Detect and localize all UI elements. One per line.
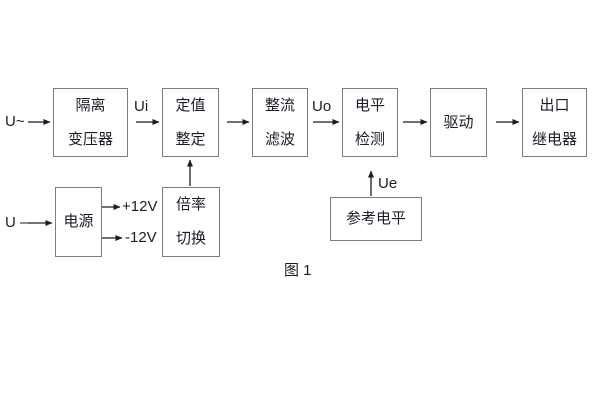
block-label: 检测 xyxy=(354,130,385,148)
label-ac-input: U~ xyxy=(5,113,25,130)
block-reference-level: 参考电平 xyxy=(330,197,422,241)
block-label: 出口 xyxy=(539,96,570,114)
block-rectifier-filter: 整流 滤波 xyxy=(252,88,308,157)
block-label: 滤波 xyxy=(264,130,295,148)
block-label: 定值 xyxy=(175,96,206,114)
block-setting-adjust: 定值 整定 xyxy=(162,88,219,157)
block-label: 倍率 xyxy=(175,196,206,213)
block-label: 切换 xyxy=(175,230,206,247)
block-label: 参考电平 xyxy=(345,210,406,227)
block-label: 电源 xyxy=(63,213,94,230)
block-multiplier-switch: 倍率 切换 xyxy=(162,187,220,257)
block-power-supply: 电源 xyxy=(55,187,102,257)
block-output-relay: 出口 继电器 xyxy=(522,88,587,157)
block-drive: 驱动 xyxy=(430,88,487,157)
label-dc-input: U – xyxy=(5,214,29,231)
block-level-detect: 电平 检测 xyxy=(342,88,398,157)
block-label: 整流 xyxy=(264,96,295,114)
label-signal-uo: Uo xyxy=(312,98,332,115)
block-label: 整定 xyxy=(175,130,206,148)
block-label: 继电器 xyxy=(531,130,577,148)
block-label: 电平 xyxy=(354,96,385,114)
figure-caption: 图 1 xyxy=(284,262,312,279)
label-minus-12v: -12V xyxy=(125,229,157,246)
label-plus-12v: +12V xyxy=(122,198,158,215)
block-label: 变压器 xyxy=(67,130,113,148)
label-signal-ue: Ue xyxy=(378,175,398,192)
block-label: 隔离 xyxy=(75,96,106,114)
block-isolation-transformer: 隔离 变压器 xyxy=(53,88,128,157)
block-label: 驱动 xyxy=(443,113,474,131)
label-signal-ui: Ui xyxy=(134,98,149,115)
